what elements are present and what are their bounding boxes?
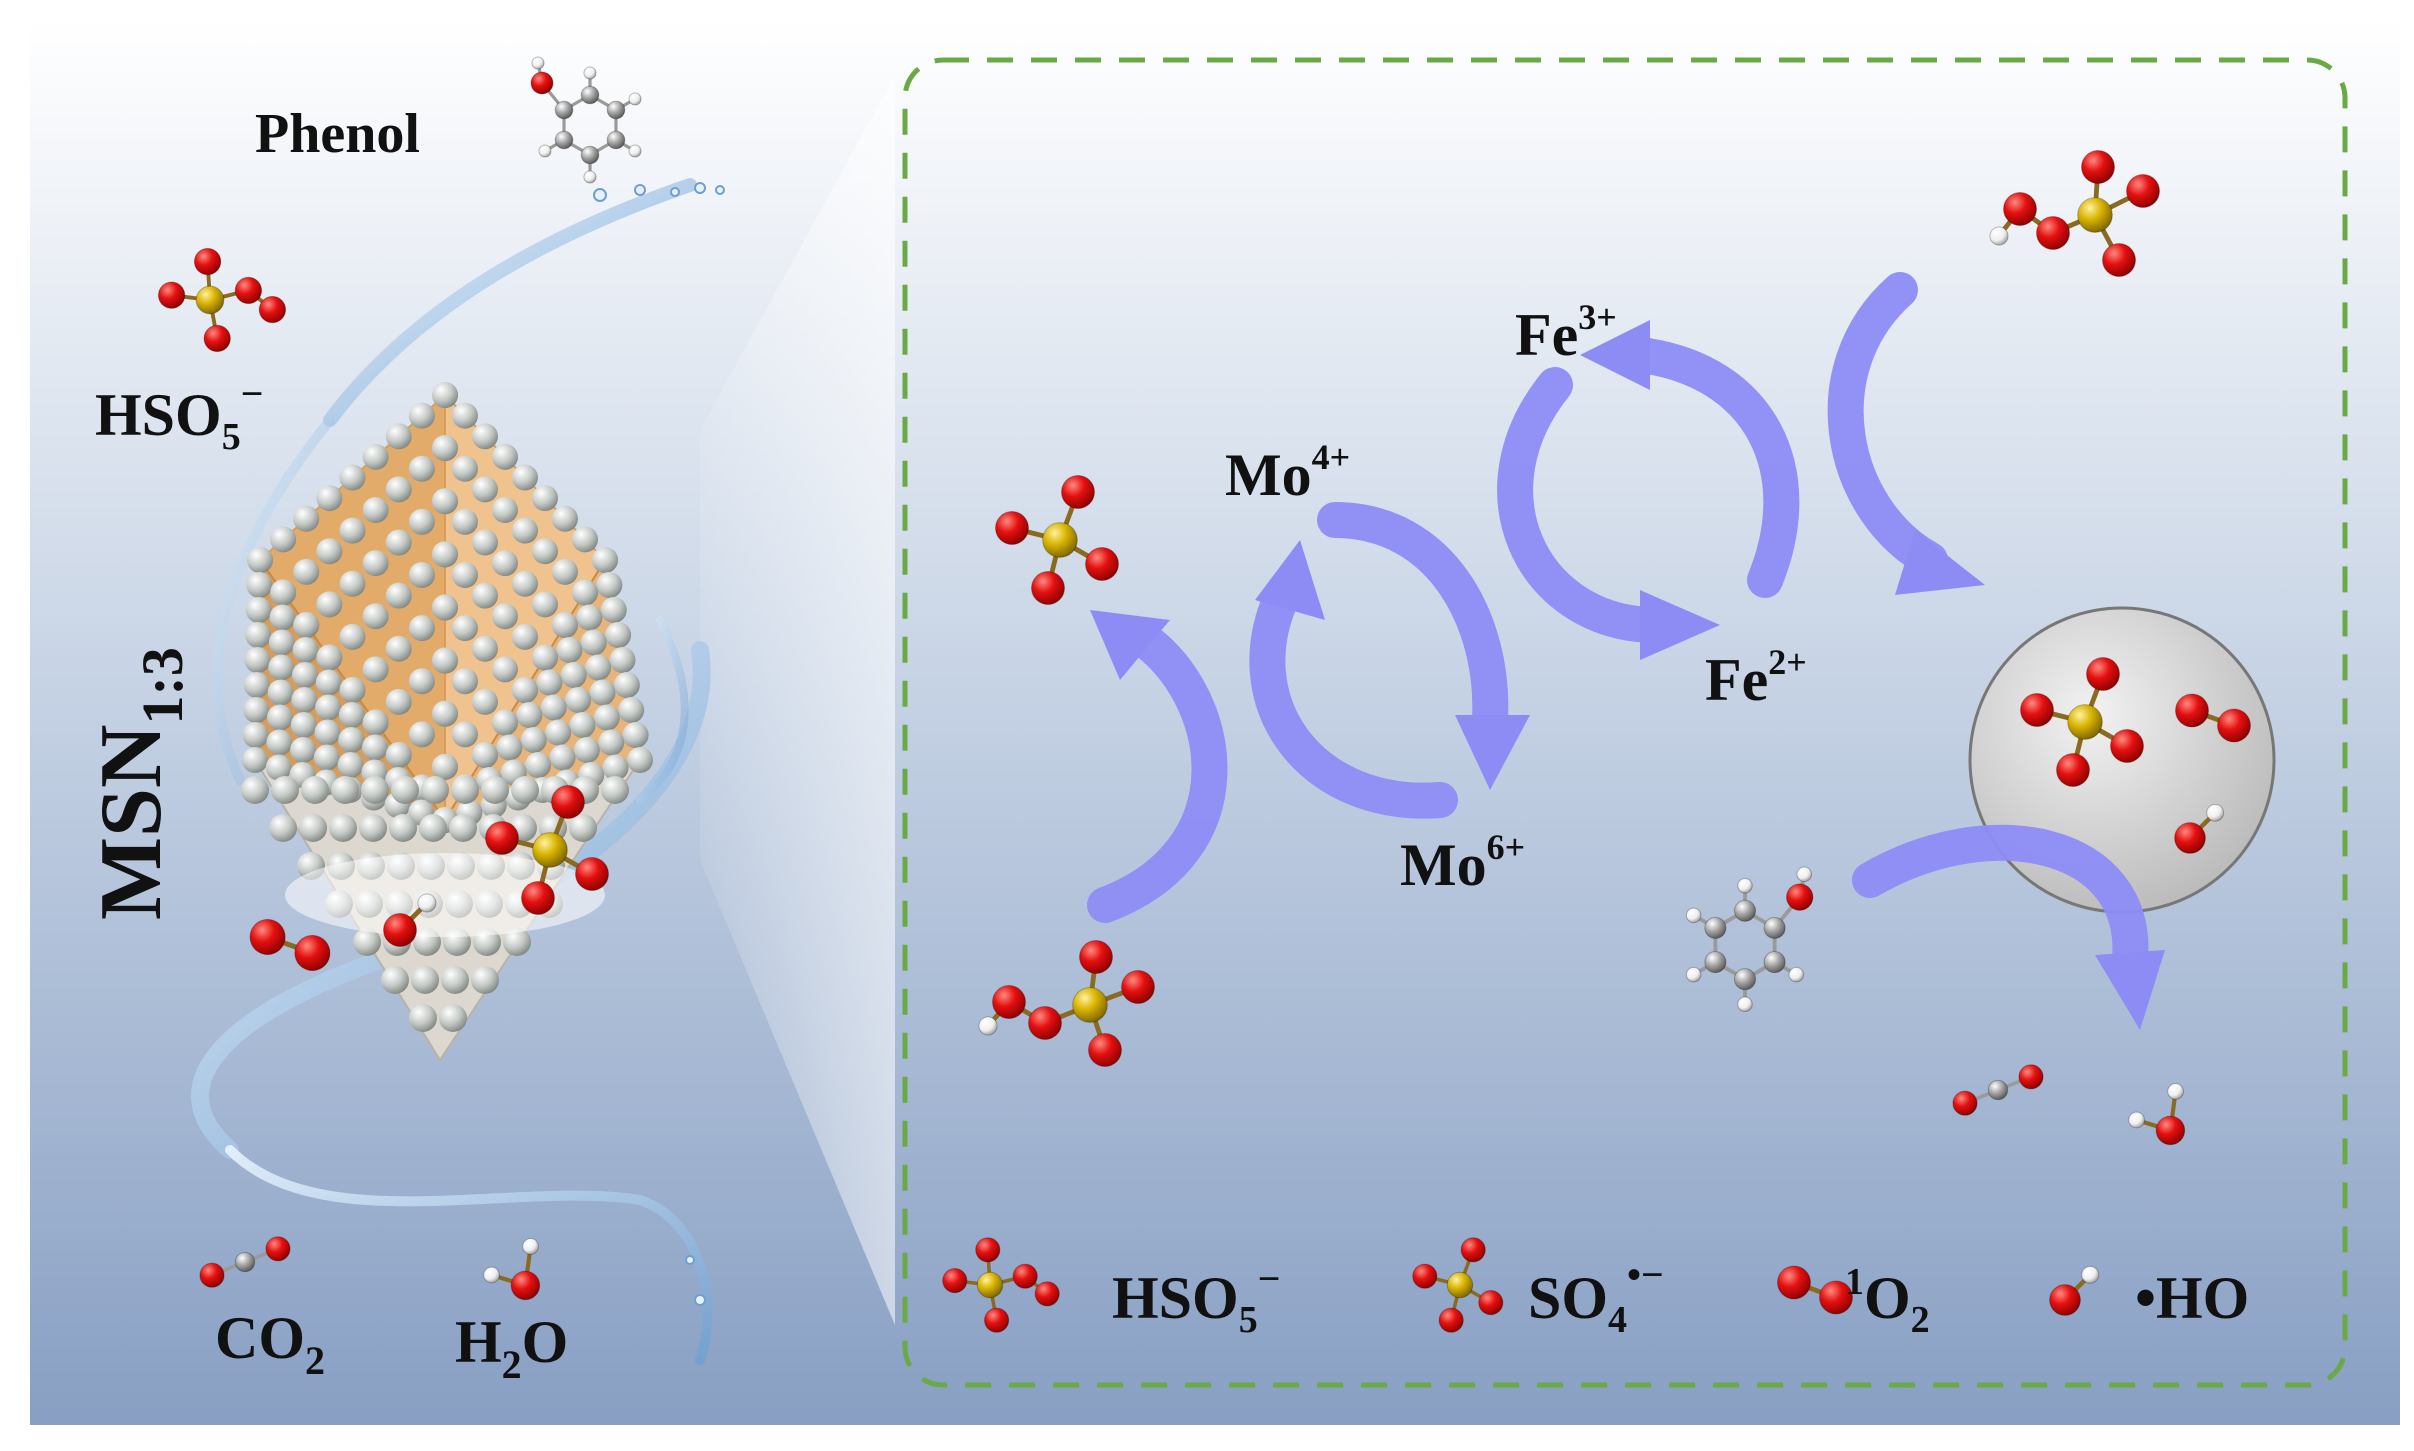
legend-label-hso5: HSO5− (1112, 1256, 1281, 1341)
legend-icon-so4 (1412, 1237, 1504, 1333)
legend-label-hydroxyl: •HO (2135, 1265, 2249, 1331)
arrows-layer (1087, 272, 2165, 1030)
h2o-product-right (2128, 1083, 2186, 1146)
arrow-mo6-to-mo4 (1249, 540, 1458, 819)
molecules-layer (157, 56, 2251, 1333)
arrow-fe3-to-fe2 (1497, 367, 1720, 660)
co2-product-right (1952, 1064, 2044, 1116)
legend-label-so4: SO4•− (1528, 1252, 1664, 1341)
hso5-reactant-bottom (978, 940, 1155, 1067)
hso5-reactant-top (1989, 150, 2160, 277)
legend-icon-hso5 (942, 1237, 1060, 1333)
fe3-label: Fe3+ (1515, 297, 1617, 368)
catalyst-label: MSN1:3 (83, 647, 195, 920)
fe2-label: Fe2+ (1705, 642, 1807, 713)
so4-in-bubble (2020, 657, 2144, 787)
legend-icon-singlet-oxygen (1777, 1265, 1853, 1315)
msn-crystal (241, 382, 653, 1062)
arrow-mo4-to-mo6 (1317, 502, 1530, 790)
zoom-cone (700, 75, 895, 1325)
hydroxyl-on-crystal (383, 893, 437, 947)
singlet-oxygen-in-bubble (2175, 693, 2251, 743)
mechanism-panel-border (902, 57, 2348, 1388)
phenol-molecule-right (1685, 866, 1814, 1013)
h2o-molecule-left (483, 1238, 541, 1301)
hso5-molecule-left (157, 247, 287, 353)
product-h2o-label: H2O (455, 1309, 568, 1387)
arrow-phenol-degradation (1852, 824, 2165, 1030)
co2-molecule-left (199, 1236, 291, 1288)
so4-product-left (995, 475, 1119, 605)
arrow-hso5-to-so4 (1087, 610, 1228, 923)
phenol-molecule-left (530, 56, 642, 184)
phenol-label: Phenol (255, 103, 420, 165)
water-droplets (593, 182, 725, 1306)
so4-on-crystal (485, 785, 609, 915)
oxidant-label: HSO5− (95, 371, 264, 458)
legend-icon-hydroxyl (2049, 1265, 2100, 1316)
singlet-oxygen-on-crystal (249, 918, 331, 972)
hydroxyl-in-bubble (2174, 803, 2225, 854)
product-co2-label: CO2 (215, 1305, 325, 1383)
legend-label-singlet-oxygen: 1O2 (1845, 1261, 1930, 1341)
mo6-label: Mo6+ (1400, 827, 1525, 898)
mo4-label: Mo4+ (1225, 437, 1350, 508)
arrow-hso5-to-radicals (1827, 272, 1985, 595)
arrow-fe2-to-fe3 (1580, 320, 1800, 598)
crystal-sphere-lattice (241, 382, 653, 1032)
